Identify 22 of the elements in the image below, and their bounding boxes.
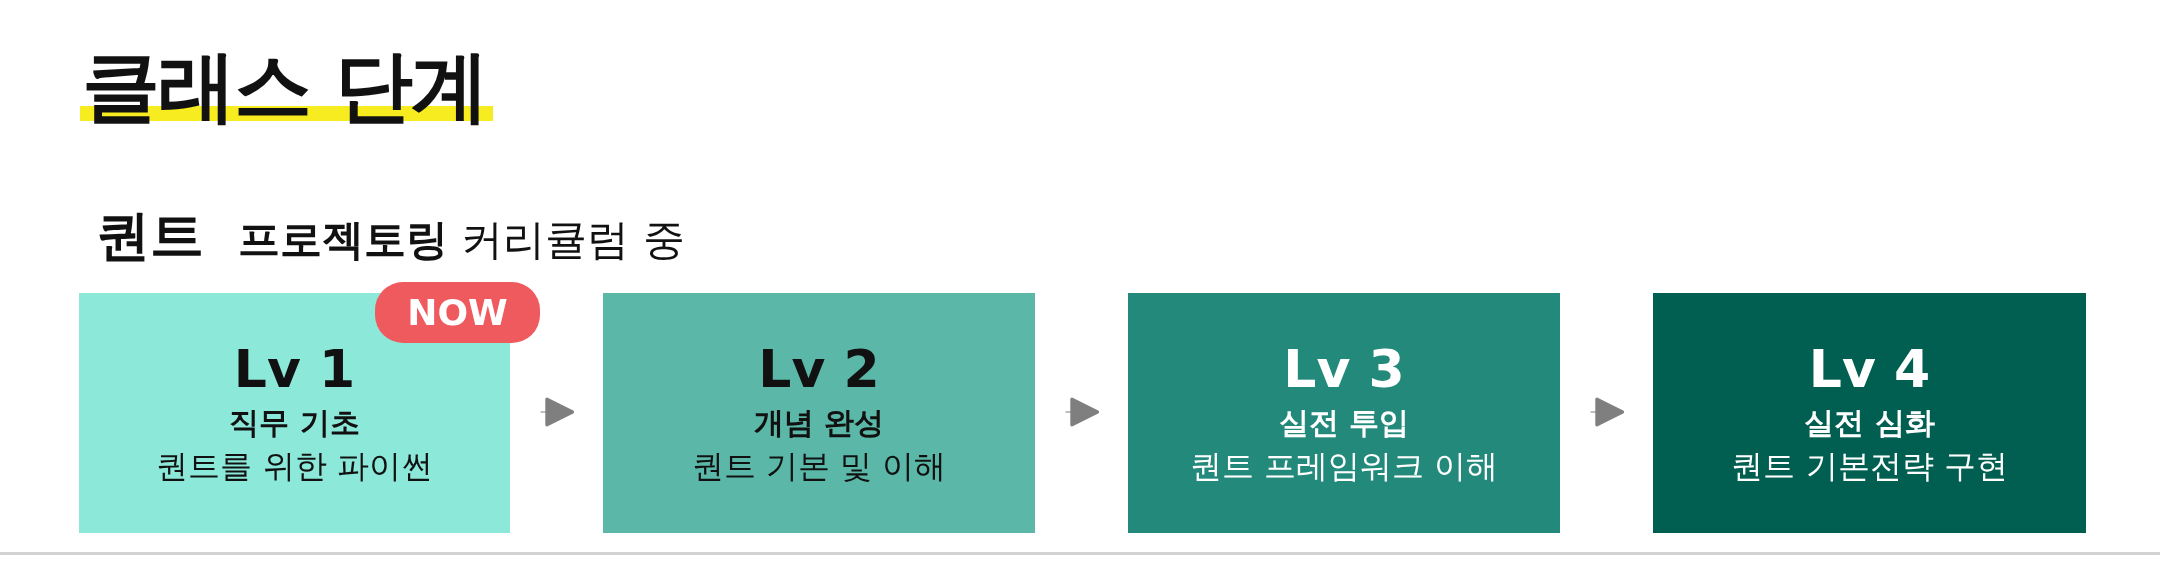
level-card: [1128, 293, 1560, 533]
level-heading: Lv 1: [233, 338, 356, 402]
status-badge: NOW: [375, 282, 540, 343]
level-card: [603, 293, 1035, 533]
level-heading: Lv 3: [1283, 338, 1405, 402]
level-card: [79, 293, 510, 533]
subtitle-keyword: 퀀트: [96, 203, 204, 269]
level-description: 퀀트 기본 및 이해: [691, 446, 947, 488]
level-card: [1653, 293, 2086, 533]
arrow: [1065, 397, 1100, 427]
level-description: 퀀트 프레임워크 이해: [1189, 446, 1499, 488]
level-title: 직무 기초: [229, 404, 360, 443]
level-heading: Lv 4: [1808, 338, 1931, 402]
arrow: [540, 397, 575, 427]
subtitle-text: 프로젝토링 커리큘럼 중: [238, 214, 685, 266]
level-title: 개념 완성: [753, 404, 885, 443]
level-title: 실전 심화: [1804, 404, 1935, 443]
level-title: 실전 투입: [1278, 404, 1410, 443]
level-heading: Lv 2: [758, 338, 880, 402]
arrow: [1590, 397, 1625, 427]
level-description: 퀀트 기본전략 구현: [1731, 446, 2008, 488]
level-description: 퀀트를 위한 파이썬: [156, 446, 433, 488]
